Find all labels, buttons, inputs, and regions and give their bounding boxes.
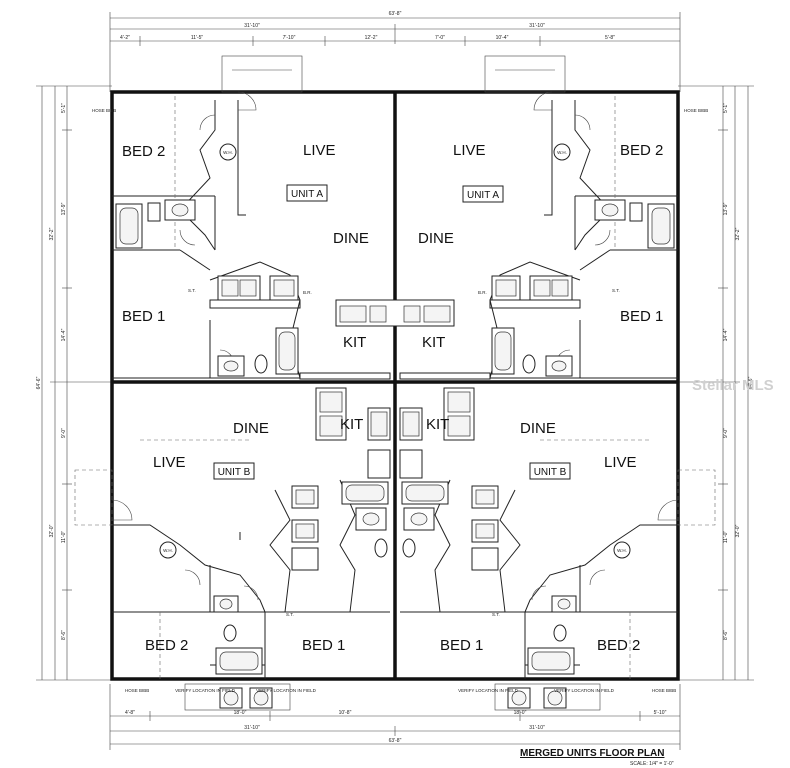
dim-right-lower: 32'-0" [735,524,741,537]
dim-right-3: 14'-4" [723,328,729,341]
room-label-dine-b-left: DINE [233,420,269,437]
room-label-bed2-b-right: BED 2 [597,637,640,654]
shelf-label-b-left: S.T. [286,612,294,617]
room-label-live-a-right: LIVE [453,142,486,159]
dim-overall-top: 63'-8" [389,11,402,17]
hose-bibb-bottom-left: HOSE BIBB [125,688,149,693]
dim-right-5: 11'-0" [723,531,729,544]
fixtures [115,143,675,709]
dim-top-a: 4'-2" [120,35,130,41]
unit-tag-b-left: UNIT B [218,467,251,478]
plan-title: MERGED UNITS FLOOR PLAN [520,748,664,759]
dim-right-6: 8'-6" [723,630,729,640]
dim-bot-a: 4'-8" [125,710,135,716]
room-label-kit-b-left: KIT [340,416,363,433]
room-label-kit-a-right: KIT [422,334,445,351]
watermark: Stellar MLS [692,377,774,394]
shelf-label-b-right: S.T. [492,612,500,617]
shelf-label-a-right: S.T. [612,288,620,293]
room-label-live-b-right: LIVE [604,454,637,471]
wh-label-a-right: W.H. [557,150,567,155]
room-label-dine-a-left: DINE [333,230,369,247]
unit-tag-b-right: UNIT B [534,467,567,478]
walls [110,55,680,711]
room-label-dine-a-right: DINE [418,230,454,247]
verify-note-2: VERIFY LOCATION IN FIELD [256,688,317,693]
wh-label-b-left: W.H. [163,548,173,553]
dim-left-upper: 32'-2" [49,227,55,240]
dim-right-upper: 32'-2" [735,227,741,240]
dim-bot-right-total: 31'-10" [529,725,545,731]
shelf-label-a-left: S.T. [188,288,196,293]
plan-scale: SCALE: 1/4" = 1'-0" [630,761,674,767]
verify-note-3: VERIFY LOCATION IN FIELD [458,688,519,693]
hose-bibb-top-right: HOSE BIBB [684,108,708,113]
room-label-bed2-a-right: BED 2 [620,142,663,159]
wh-label-b-right: W.H. [617,548,627,553]
dim-bot-d: 18'-0" [514,710,527,716]
door-swings [111,91,679,601]
dim-left-3: 14'-4" [61,328,67,341]
hose-bibb-top-left: HOSE BIBB [92,108,116,113]
room-label-live-b-left: LIVE [153,454,186,471]
dim-right-1: 5'-1" [723,103,729,113]
dim-left-5: 11'-0" [61,531,67,544]
wh-label-a-left: W.H. [223,150,233,155]
room-label-bed2-b-left: BED 2 [145,637,188,654]
room-label-bed1-b-right: BED 1 [440,637,483,654]
dim-left-overall: 64'-6" [36,376,42,389]
dim-bot-left-total: 31'-10" [244,725,260,731]
dim-left-1: 5'-1" [61,103,67,113]
room-label-dine-b-right: DINE [520,420,556,437]
hose-bibb-bottom-right: HOSE BIBB [652,688,676,693]
room-label-bed2-a-left: BED 2 [122,143,165,160]
dim-top-c: 7'-10" [283,35,296,41]
dim-left-4: 9'-0" [61,428,67,438]
room-label-live-a-left: LIVE [303,142,336,159]
dim-left-lower: 32'-0" [49,524,55,537]
dim-bot-e: 5'-10" [654,710,667,716]
dim-top-left-total: 31'-10" [244,23,260,29]
dimension-lines [36,12,754,750]
dim-top-f: 10'-4" [496,35,509,41]
bar-label-a-left: B.R. [303,290,312,295]
verify-note-4: VERIFY LOCATION IN FIELD [554,688,615,693]
room-label-kit-a-left: KIT [343,334,366,351]
dim-top-b: 11'-5" [191,35,204,41]
dim-bot-b: 18'-0" [234,710,247,716]
room-label-kit-b-right: KIT [426,416,449,433]
dim-top-right-total: 31'-10" [529,23,545,29]
bar-label-a-right: B.R. [478,290,487,295]
dim-overall-bottom: 63'-8" [389,738,402,744]
dim-top-d: 12'-2" [365,35,378,41]
verify-note-1: VERIFY LOCATION IN FIELD [175,688,236,693]
dim-right-4: 9'-0" [723,428,729,438]
dim-left-6: 8'-6" [61,630,67,640]
dim-left-2: 13'-9" [61,202,67,215]
room-label-bed1-a-left: BED 1 [122,308,165,325]
dim-top-e: 7'-0" [435,35,445,41]
dim-top-g: 5'-8" [605,35,615,41]
room-label-bed1-b-left: BED 1 [302,637,345,654]
room-label-bed1-a-right: BED 1 [620,308,663,325]
dim-bot-c: 10'-8" [339,710,352,716]
dashed-lines [74,96,716,679]
dim-right-2: 13'-9" [723,202,729,215]
unit-tag-a-right: UNIT A [467,190,499,201]
dim-right-overall: 64'-6" [748,376,754,389]
unit-tag-a-left: UNIT A [291,189,323,200]
